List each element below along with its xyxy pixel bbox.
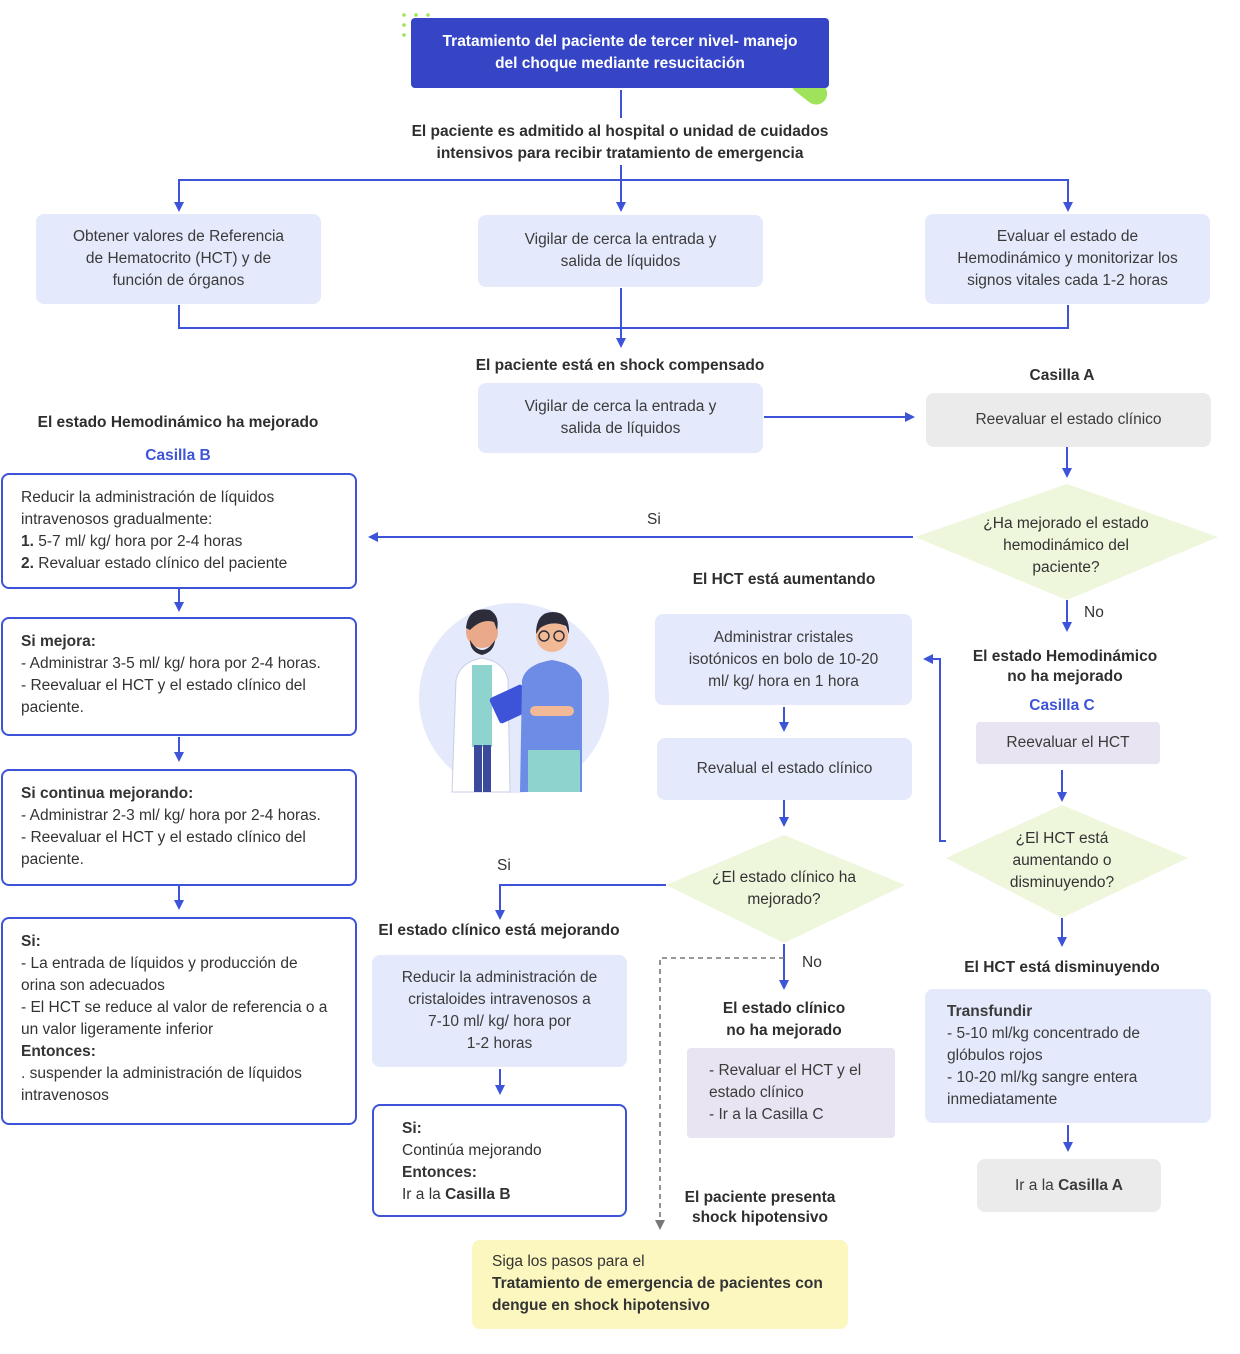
box-reevaluate-clinical-2: Revalual el estado clínico: [657, 738, 912, 800]
box-stop-fluids: Si: - La entrada de líquidos y producció…: [1, 917, 357, 1125]
casilla-b-label: Casilla B: [145, 447, 211, 464]
no-label-a: No: [1084, 604, 1104, 621]
yes-label-a: Si: [647, 511, 661, 528]
chart-title: Tratamiento del paciente de tercer nivel…: [411, 18, 829, 88]
casilla-c-label: Casilla C: [1029, 697, 1095, 714]
box-continues-improving: Si continua mejorando: - Administrar 2-3…: [1, 769, 357, 886]
admitted-label: El paciente es admitido al hospital o un…: [411, 123, 829, 162]
box-if-improves: Si mejora: - Administrar 3-5 ml/ kg/ hor…: [1, 617, 357, 736]
clinical-improving-label: El estado clínico está mejorando: [378, 922, 620, 939]
box-go-casilla-a: Ir a la Casilla A: [977, 1159, 1161, 1212]
box-reevaluate-clinical: Reevaluar el estado clínico: [926, 393, 1211, 447]
casilla-a-label: Casilla A: [1029, 367, 1095, 384]
decision-diamond-clinical: [666, 835, 905, 943]
doctor-and-nurse-illustration: [419, 603, 609, 793]
box-reevaluate-hct: Reevaluar el HCT: [976, 722, 1160, 764]
decision-diamond-hemodynamic: [915, 484, 1218, 600]
improved-label: El estado Hemodinámico ha mejorado: [37, 414, 319, 431]
yes-label-clinical: Si: [497, 857, 511, 874]
box-go-casilla-b: Si: Continúa mejorando Entonces: Ir a la…: [372, 1104, 627, 1217]
box-hypotensive-steps: Siga los pasos para el Tratamiento de em…: [472, 1240, 848, 1329]
box-reevaluate-go-c: - Revaluar el HCT y el estado clínico - …: [687, 1048, 895, 1138]
hct-rising-label: El HCT está aumentando: [692, 571, 876, 588]
decision-diamond-hct: [946, 805, 1188, 918]
box-reduce-fluids: Reducir la administración de líquidos in…: [1, 473, 357, 589]
box-transfuse: Transfundir - 5-10 ml/kg concentrado de …: [925, 989, 1211, 1123]
hct-falling-label: El HCT está disminuyendo: [964, 959, 1160, 976]
compensated-shock-label: El paciente está en shock compensado: [475, 357, 765, 374]
no-label-clinical: No: [802, 954, 822, 971]
